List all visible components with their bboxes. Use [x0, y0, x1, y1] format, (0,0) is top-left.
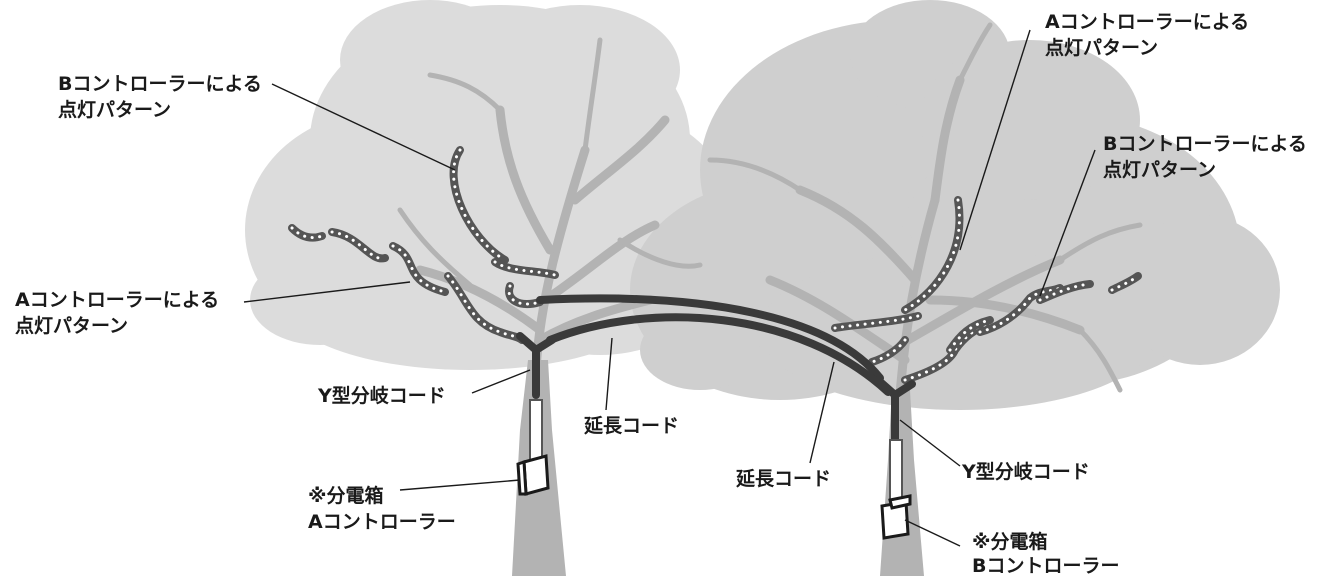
- distribution-box-b-icon: [880, 494, 912, 540]
- label-ext-cord-right: 延長コード: [735, 468, 831, 490]
- label-y-cord-right: Y型分岐コード: [961, 460, 1090, 483]
- cable-right-lower: [889, 439, 903, 501]
- cords: [516, 294, 916, 501]
- label-y-cord-left: Y型分岐コード: [317, 384, 446, 407]
- distribution-box-a-icon: [516, 454, 550, 496]
- light-strands-right: [831, 196, 1142, 384]
- y-cord-right: [874, 376, 916, 444]
- label-box-b: ※分電箱 Bコントローラー: [972, 530, 1119, 576]
- label-a-pattern-right: Aコントローラーによる 点灯パターン: [1045, 11, 1256, 59]
- leader-lines: [243, 29, 1096, 547]
- label-a-pattern-left: Aコントローラーによる 点灯パターン: [15, 289, 226, 337]
- y-cord-left: [516, 332, 556, 399]
- label-b-pattern-right: Bコントローラーによる 点灯パターン: [1103, 133, 1314, 181]
- cable-left-lower: [529, 399, 543, 461]
- extension-cord-upper: [536, 294, 884, 382]
- label-b-pattern-left: Bコントローラーによる 点灯パターン: [58, 73, 269, 121]
- label-box-a: ※分電箱 Aコントローラー: [308, 484, 456, 533]
- label-ext-cord-left: 延長コード: [583, 415, 679, 437]
- extension-cord-lower: [546, 313, 892, 396]
